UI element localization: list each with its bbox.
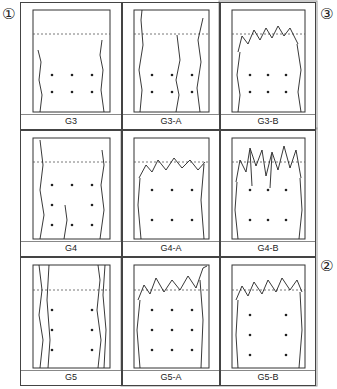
callout-number: ③ [320,6,333,21]
callout-number: ② [320,258,333,273]
specimen-panel: G4-B [220,130,316,257]
panel-label: G4 [21,241,121,256]
panel-label: G3-B [221,114,315,129]
panel-label: G4-A [123,241,219,256]
specimen-panel: G5-A [122,257,220,386]
specimen-panel: G3 [20,2,122,130]
specimen-panel: G3-B [220,2,316,130]
specimen-panel: G4-A [122,130,220,257]
specimen-panel: G3-A [122,2,220,130]
callout-number: ① [2,6,15,21]
specimen-panel: G4 [20,130,122,257]
specimen-panel: G5-B [220,257,316,386]
panel-label: G5 [21,370,121,385]
panel-label: G3 [21,114,121,129]
panel-label: G4-B [221,241,315,256]
specimen-panel: G5 [20,257,122,386]
panel-label: G5-A [123,370,219,385]
panel-label: G5-B [221,370,315,385]
panel-label: G3-A [123,114,219,129]
